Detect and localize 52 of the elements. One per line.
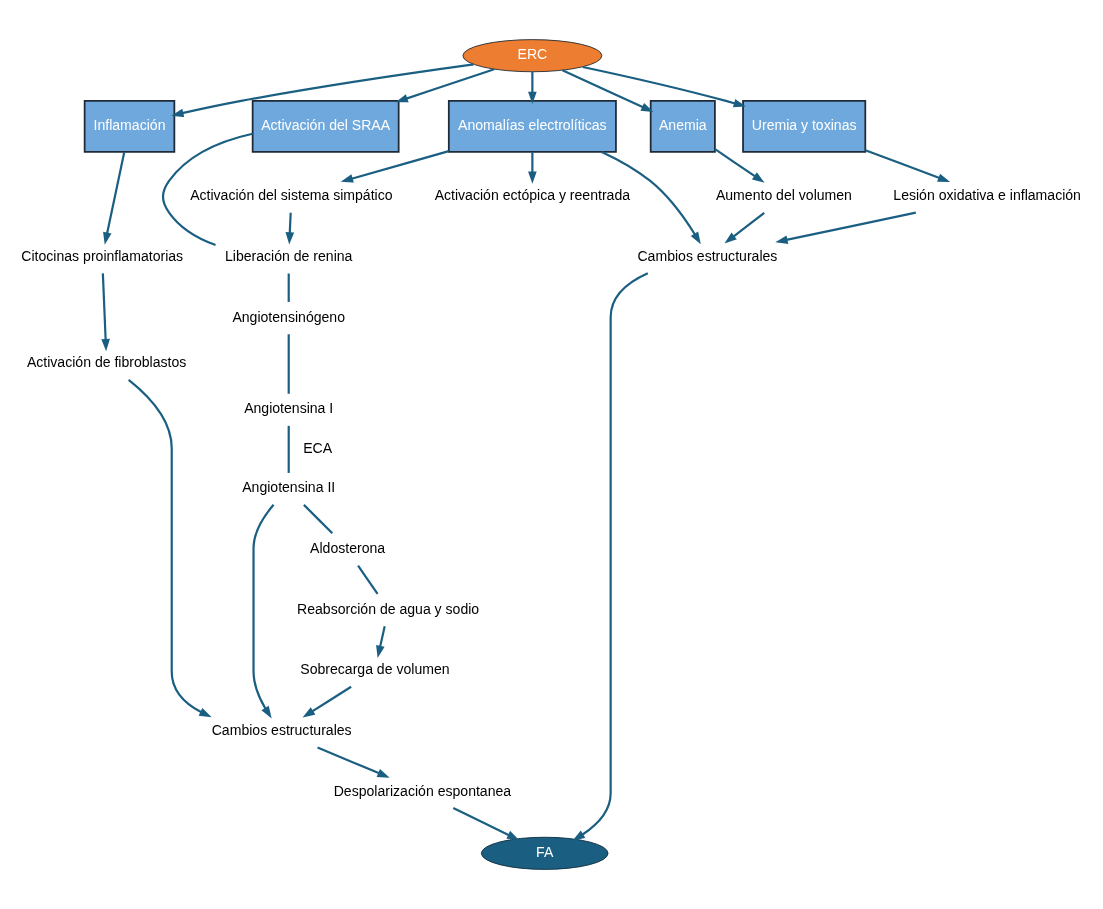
- arrow: [317, 746, 390, 778]
- arrow: [775, 211, 917, 244]
- node-text: Activación ectópica y reentrada: [434, 187, 631, 204]
- node-text: Sobrecarga de volumen: [300, 661, 450, 678]
- arrow: [714, 148, 765, 183]
- connector: [287, 425, 290, 473]
- arrow: [171, 63, 474, 118]
- arrow: [103, 152, 126, 245]
- arrow: [452, 807, 520, 841]
- node-text: Reabsorción de agua y sodio: [297, 600, 480, 617]
- arrow: [285, 212, 295, 245]
- node-box: Inflamación: [83, 100, 176, 153]
- node-text: Angiotensina I: [244, 399, 334, 416]
- arrow: [127, 379, 212, 718]
- arrow: [376, 626, 386, 658]
- arrow: [572, 272, 649, 841]
- node-text: Citocinas proinflamatorias: [21, 247, 184, 264]
- node-text: Angiotensinógeno: [232, 308, 346, 325]
- arrow: [101, 273, 110, 352]
- connector: [357, 564, 379, 595]
- node-text: Aumento del volumen: [715, 187, 852, 204]
- node-text: Cambios estructurales: [637, 247, 778, 264]
- connector: [287, 273, 290, 302]
- arrow: [724, 211, 765, 244]
- node-text: Cambios estructurales: [211, 721, 352, 738]
- connector: [287, 334, 290, 394]
- node-box: Anemia: [649, 100, 716, 153]
- node-text: Activación del sistema simpático: [190, 187, 393, 204]
- node-text: Liberación de renina: [224, 247, 353, 264]
- node-box: Activación del SRAA: [251, 100, 400, 153]
- arrow: [528, 152, 537, 184]
- edge-label: ECA: [303, 439, 333, 456]
- node-text: Lesión oxidativa e inflamación: [893, 187, 1081, 204]
- node-text: Activación de fibroblastos: [26, 354, 187, 371]
- node-ellipse: ERC: [462, 39, 603, 73]
- arrow: [395, 68, 495, 103]
- node-text: Despolarización espontanea: [333, 782, 512, 799]
- node-text: Angiotensina II: [242, 479, 336, 496]
- arrow: [582, 65, 746, 108]
- arrow: [562, 69, 654, 113]
- node-text: Aldosterona: [310, 539, 386, 556]
- arrow: [302, 685, 352, 718]
- arrow: [528, 71, 537, 105]
- node-ellipse: FA: [480, 836, 609, 870]
- node-box: Anomalías electrolíticas: [447, 100, 617, 153]
- connector: [161, 132, 253, 247]
- arrow: [864, 149, 951, 183]
- arrow: [340, 150, 450, 183]
- arrow: [252, 504, 275, 719]
- arrow: [601, 150, 701, 245]
- node-box: Uremia y toxinas: [742, 100, 867, 153]
- connector: [303, 504, 334, 535]
